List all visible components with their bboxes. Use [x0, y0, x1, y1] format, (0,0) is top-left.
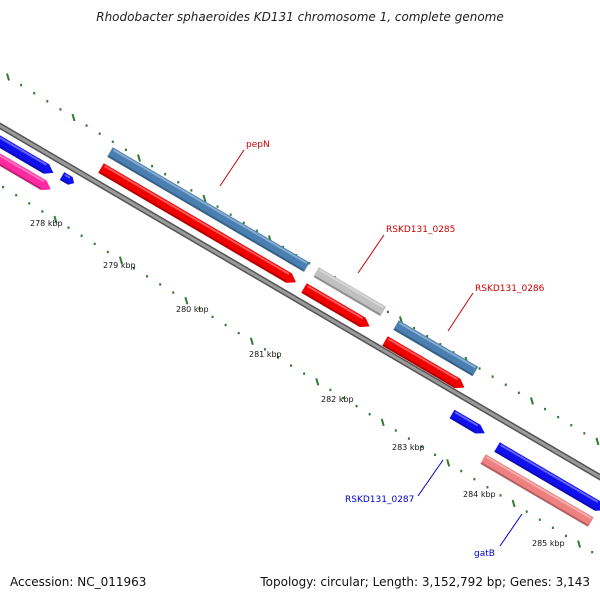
gene-feature-left-blue[interactable] [0, 125, 54, 174]
major-tick [529, 397, 534, 405]
gene-feature-red-2[interactable] [301, 283, 370, 328]
major-tick [577, 540, 582, 548]
kbp-label: 280 kbp [176, 305, 209, 314]
gene-label-rskd131-0285[interactable]: RSKD131_0285 [386, 225, 455, 235]
gene-feature-gatb[interactable] [480, 454, 594, 527]
kbp-scale: 278 kbp 279 kbp 280 kbp 281 kbp 282 kbp … [30, 219, 565, 548]
kbp-label: 284 kbp [463, 490, 496, 499]
kbp-label: 283 kbp [392, 443, 425, 452]
major-tick [118, 256, 123, 264]
gene-feature-red-1[interactable] [98, 163, 296, 283]
gene-feature-rskd131-0286[interactable] [393, 320, 479, 377]
major-tick [595, 437, 600, 446]
major-tick [71, 113, 76, 122]
major-tick [53, 215, 58, 224]
topology-text: Topology: circular; Length: 3,152,792 bp… [260, 575, 590, 589]
major-tick [6, 73, 10, 81]
gene-label-rskd131-0286[interactable]: RSKD131_0286 [475, 284, 545, 294]
map-title: Rhodobacter sphaeroides KD131 chromosome… [96, 10, 504, 24]
major-tick [184, 296, 189, 305]
gene-feature-right-blue[interactable] [494, 442, 600, 511]
major-tick [249, 337, 254, 346]
gene-feature-rskd131-0287[interactable] [449, 409, 485, 434]
major-tick [446, 459, 451, 467]
gene-label-rskd131-0287[interactable]: RSKD131_0287 [345, 495, 414, 505]
gene-label-pepn[interactable]: pepN [246, 140, 270, 150]
gene-callouts [219, 149, 523, 547]
major-tick [511, 499, 516, 508]
major-tick [315, 378, 320, 386]
tick-marks [2, 73, 600, 554]
kbp-label: 282 kbp [321, 395, 354, 404]
kbp-label: 278 kbp [30, 219, 63, 228]
gene-features[interactable] [0, 125, 600, 527]
kbp-label: 279 kbp [103, 261, 136, 270]
major-tick [202, 194, 207, 203]
genome-backbone [0, 124, 600, 479]
kbp-label: 281 kbp [249, 350, 282, 359]
gene-label-gatb[interactable]: gatB [474, 549, 495, 559]
gene-feature-left-pink[interactable] [0, 143, 51, 191]
accession-text: Accession: NC_011963 [10, 575, 147, 589]
gene-feature-pepn[interactable] [107, 147, 310, 272]
major-tick [137, 154, 141, 162]
gene-feature-red-3[interactable] [382, 336, 465, 389]
gene-feature-rskd131-0285[interactable] [313, 267, 387, 317]
gene-feature-small-blue[interactable] [59, 172, 75, 185]
kbp-label: 285 kbp [532, 539, 565, 548]
major-tick [380, 418, 385, 427]
